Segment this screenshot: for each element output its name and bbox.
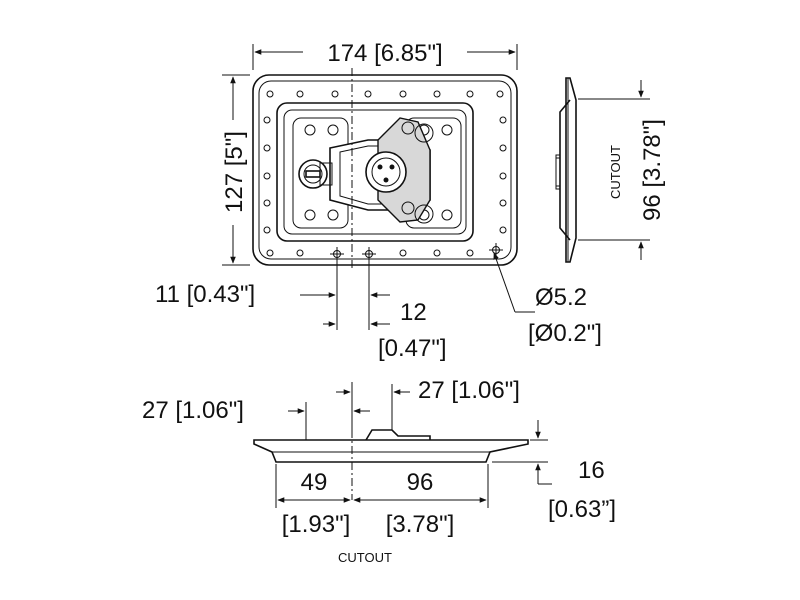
left-height-label: 127 [5"] bbox=[221, 131, 248, 213]
cutout-right-inch: [3.78"] bbox=[386, 511, 455, 538]
bottom-left-offset-label: 27 [1.06"] bbox=[142, 397, 244, 424]
dim-bottom-offsets: 27 [1.06"] 27 [1.06"] bbox=[142, 377, 520, 440]
hole-dia-inch: [Ø0.2"] bbox=[528, 320, 602, 347]
bottom-holes bbox=[330, 243, 503, 261]
flange-holes bbox=[263, 90, 507, 257]
cutout-label-side: CUTOUT bbox=[608, 145, 623, 199]
side-view bbox=[555, 77, 577, 263]
hole-spacing-b-value: 12 bbox=[400, 299, 427, 326]
bottom-view bbox=[253, 429, 529, 500]
front-view bbox=[252, 68, 518, 270]
hole-spacing-b-inch: [0.47"] bbox=[378, 335, 447, 362]
depth-value: 16 bbox=[578, 457, 605, 484]
dim-hole-spacing: 11 [0.43"] 12 [0.47"] bbox=[155, 258, 447, 362]
dim-top-width: 174 [6.85"] bbox=[252, 40, 518, 70]
dim-cutout-height: 96 [3.78"] CUTOUT bbox=[578, 80, 666, 260]
cutout-label-bottom: CUTOUT bbox=[338, 550, 392, 565]
recess bbox=[276, 102, 474, 242]
hole-spacing-a-label: 11 [0.43"] bbox=[155, 281, 255, 308]
depth-inch: [0.63”] bbox=[548, 496, 616, 523]
dim-depth: 16 [0.63”] bbox=[492, 420, 616, 523]
top-width-label: 174 [6.85"] bbox=[327, 40, 442, 67]
bottom-right-offset-label: 27 [1.06"] bbox=[418, 377, 520, 404]
cutout-left-value: 49 bbox=[301, 469, 328, 496]
dim-cutout-widths: 49 96 [1.93"] [3.78"] CUTOUT bbox=[275, 464, 489, 565]
hole-dia-value: Ø5.2 bbox=[535, 284, 587, 311]
cutout-left-inch: [1.93"] bbox=[282, 511, 351, 538]
cutout-right-value: 96 bbox=[407, 469, 434, 496]
outer-plate bbox=[252, 74, 518, 266]
dim-left-height: 127 [5"] bbox=[221, 74, 250, 266]
dim-hole-diameter: Ø5.2 [Ø0.2"] bbox=[493, 252, 602, 347]
cutout-height-label: 96 [3.78"] bbox=[639, 119, 666, 221]
